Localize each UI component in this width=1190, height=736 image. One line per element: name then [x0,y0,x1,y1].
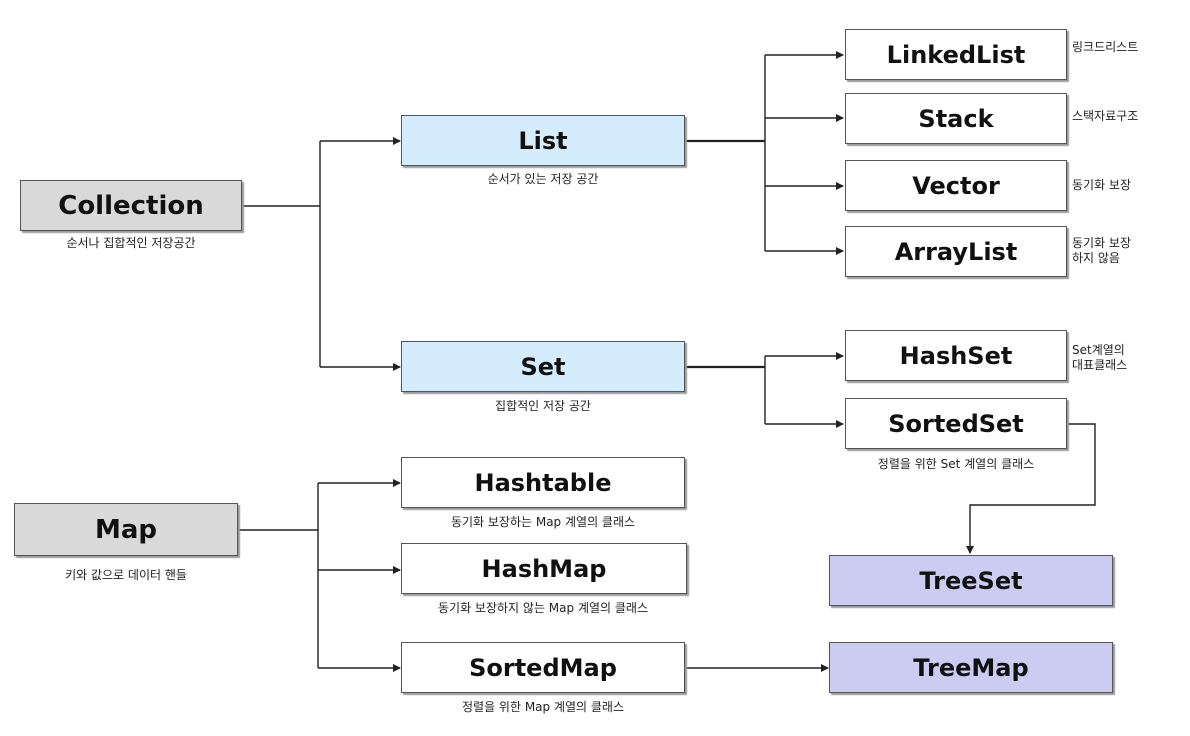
note-hashmap: 동기화 보장하지 않는 Map 계열의 클래스 [438,601,648,615]
note-sortedset: 정렬을 위한 Set 계열의 클래스 [877,457,1035,471]
node-hashmap: HashMap [401,543,687,594]
node-vector: Vector [845,160,1067,211]
node-sortedset: SortedSet [845,398,1067,449]
note-linkedlist: 링크드리스트 [1072,40,1139,54]
note-arraylist: 동기화 보장 하지 않음 [1072,236,1132,265]
node-arraylist: ArrayList [845,226,1067,277]
node-treemap: TreeMap [829,642,1113,693]
note-hashtable: 동기화 보장하는 Map 계열의 클래스 [450,515,636,529]
note-set: 집합적인 저장 공간 [495,399,591,413]
note-map: 키와 값으로 데이터 핸들 [65,568,187,582]
node-stack: Stack [845,93,1067,144]
node-hashset: HashSet [845,330,1067,381]
node-hashtable: Hashtable [401,457,685,508]
node-set: Set [401,341,685,392]
note-list: 순서가 있는 저장 공간 [487,172,599,186]
note-collection: 순서나 집합적인 저장공간 [66,236,196,250]
node-collection: Collection [20,180,242,231]
note-hashset: Set계열의 대표클래스 [1072,343,1128,372]
note-stack: 스택자료구조 [1072,109,1139,123]
node-map: Map [14,503,238,556]
node-list: List [401,115,685,166]
note-sortedmap: 정렬을 위한 Map 계열의 클래스 [461,700,625,714]
node-sortedmap: SortedMap [401,642,685,693]
note-vector: 동기화 보장 [1072,178,1132,192]
arrow-sortedset-to-treeset [966,423,1096,554]
node-treeset: TreeSet [829,555,1113,606]
node-linkedlist: LinkedList [845,29,1067,80]
